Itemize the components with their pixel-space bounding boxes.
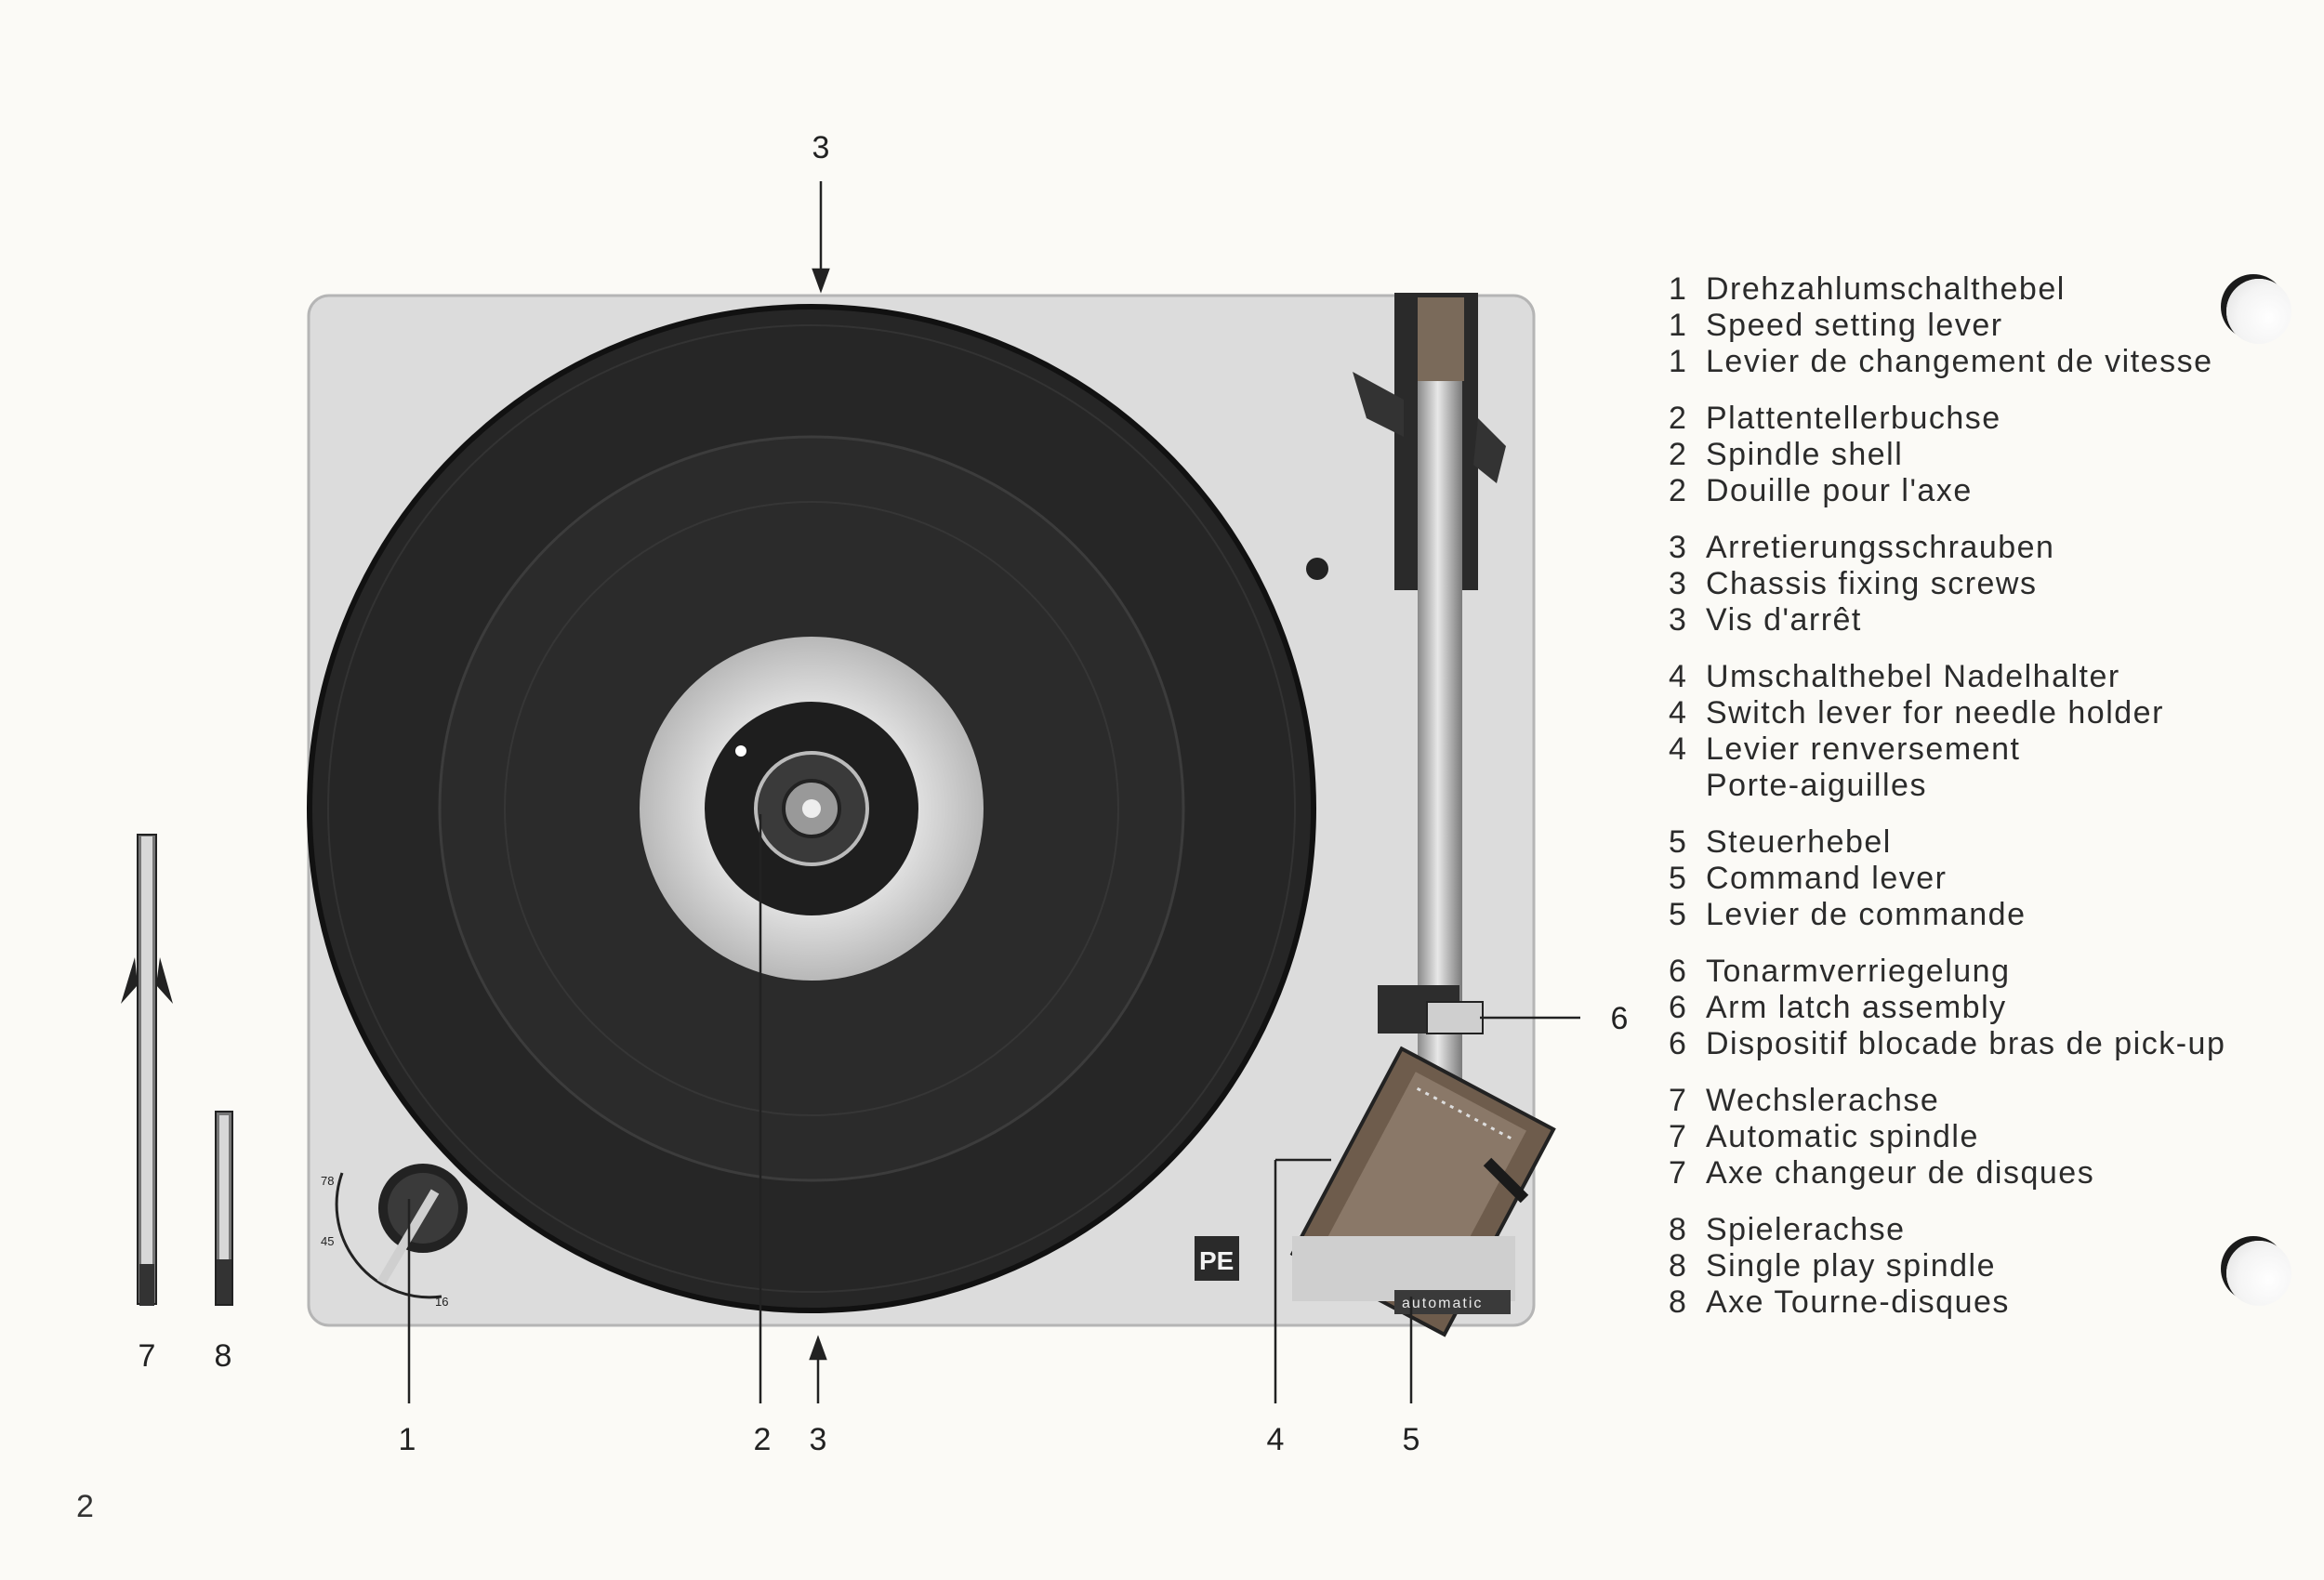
legend-text: Axe Tourne-disques (1706, 1284, 2010, 1320)
legend-num: 3 (1669, 530, 1688, 565)
legend-num: 6 (1669, 990, 1688, 1025)
legend-num: 1 (1669, 344, 1688, 379)
svg-text:45: 45 (321, 1234, 334, 1248)
legend-num: 3 (1669, 566, 1688, 601)
pe-logo (1195, 1236, 1239, 1281)
legend-num: 5 (1669, 861, 1688, 896)
legend-text: Arm latch assembly (1706, 990, 2007, 1025)
page-number: 2 (76, 1489, 94, 1524)
legend-text: Douille pour l'axe (1706, 473, 1973, 508)
legend-num: 1 (1669, 271, 1688, 307)
legend-text: Dispositif blocade bras de pick-up (1706, 1026, 2226, 1061)
legend-num: 6 (1669, 1026, 1688, 1061)
svg-text:16: 16 (435, 1295, 448, 1309)
callout-4: 4 (1266, 1422, 1285, 1457)
screw-dot (1306, 558, 1328, 580)
callout-2: 2 (753, 1422, 772, 1457)
callout-1: 1 (398, 1422, 416, 1457)
punch-hole-bottom (2226, 1241, 2291, 1306)
legend-num: 7 (1669, 1083, 1688, 1118)
legend-text: Automatic spindle (1706, 1119, 1979, 1154)
legend-text: Levier de changement de vitesse (1706, 344, 2213, 379)
platter-rim (307, 304, 1316, 1313)
legend-num: 8 (1669, 1212, 1688, 1247)
legend-num: 5 (1669, 824, 1688, 860)
legend-text: Switch lever for needle holder (1706, 695, 2164, 731)
legend-text: Drehzahlumschalthebel (1706, 271, 2066, 307)
legend-num: 8 (1669, 1284, 1688, 1320)
legend-text: Tonarmverriegelung (1706, 954, 2011, 989)
legend-num: 7 (1669, 1119, 1688, 1154)
panel-badge: automatic (1402, 1296, 1483, 1311)
legend-num: 2 (1669, 401, 1688, 436)
callout-3-bottom: 3 (809, 1422, 827, 1457)
legend-text: Porte-aiguilles (1706, 768, 1927, 803)
legend-text: Speed setting lever (1706, 308, 2003, 343)
legend-text: Arretierungsschrauben (1706, 530, 2055, 565)
callout-6: 6 (1610, 1001, 1629, 1036)
punch-hole-top (2226, 279, 2291, 344)
legend-text: Levier de commande (1706, 897, 2027, 932)
callout-3-top: 3 (812, 130, 830, 165)
legend-num: 2 (1669, 473, 1688, 508)
legend-num: 4 (1669, 659, 1688, 694)
callout-7: 7 (138, 1338, 156, 1374)
legend-text: Umschalthebel Nadelhalter (1706, 659, 2120, 694)
callout-8: 8 (214, 1338, 232, 1374)
callout-5: 5 (1402, 1422, 1420, 1457)
legend-num: 6 (1669, 954, 1688, 989)
legend-num-blank (1669, 768, 1706, 804)
legend-text: Single play spindle (1706, 1248, 1997, 1284)
legend-text: Plattentellerbuchse (1706, 401, 2001, 436)
legend-num: 7 (1669, 1155, 1688, 1191)
legend-num: 3 (1669, 602, 1688, 638)
legend-text: Spielerachse (1706, 1212, 1906, 1247)
legend-num: 4 (1669, 695, 1688, 731)
legend-text: Wechslerachse (1706, 1083, 1940, 1118)
legend-num: 4 (1669, 731, 1688, 767)
legend-text: Steuerhebel (1706, 824, 1892, 860)
legend-text: Axe changeur de disques (1706, 1155, 2095, 1191)
tonearm-tube (1418, 381, 1462, 1087)
legend-num: 1 (1669, 308, 1688, 343)
svg-text:78: 78 (321, 1174, 334, 1188)
legend-num: 2 (1669, 437, 1688, 472)
pe-logo-text: PE (1199, 1246, 1234, 1275)
legend-text: Vis d'arrêt (1706, 602, 1862, 638)
legend-text: Command lever (1706, 861, 1948, 896)
legend-num: 5 (1669, 897, 1688, 932)
legend-text: Chassis fixing screws (1706, 566, 2038, 601)
legend-num: 8 (1669, 1248, 1688, 1284)
legend-text: Levier renversement (1706, 731, 2021, 767)
legend-text: Spindle shell (1706, 437, 1904, 472)
